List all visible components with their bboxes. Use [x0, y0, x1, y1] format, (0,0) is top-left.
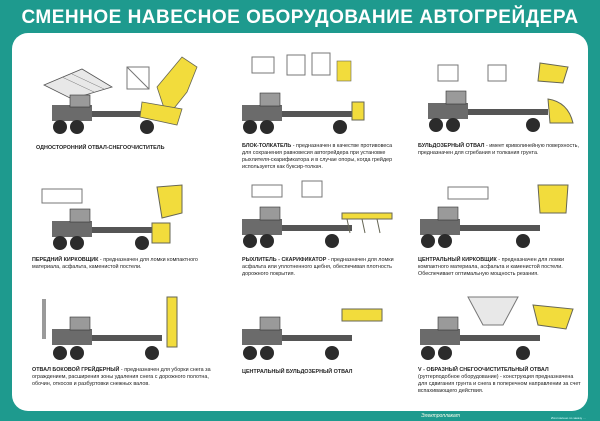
item-cell: ПЕРЕДНИЙ КИРКОВЩИК - предназначен для ло… [32, 173, 212, 283]
item-cell: ЦЕНТРАЛЬНЫЙ БУЛЬДОЗЕРНЫЙ ОТВАЛ [232, 295, 402, 407]
item-cell: БУЛЬДОЗЕРНЫЙ ОТВАЛ - имеет криволинейную… [408, 47, 583, 162]
grader-bulldozer-blade-illustration [428, 62, 574, 132]
grader-central-ripper-illustration [420, 184, 569, 248]
item-cell: ЦЕНТРАЛЬНЫЙ КИРКОВЩИК - предназначен для… [408, 173, 583, 283]
item-caption: ЦЕНТРАЛЬНЫЙ КИРКОВЩИК - предназначен для… [418, 257, 565, 277]
item-caption: ПЕРЕДНИЙ КИРКОВЩИК - предназначен для ло… [32, 257, 198, 270]
item-caption: БЛОК-ТОЛКАТЕЛЬ - предназначен в качестве… [242, 143, 393, 170]
item-cell: РЫХЛИТЕЛЬ - СКАРИФИКАТОР - предназначен … [232, 173, 402, 283]
brand-label: Электроплакат [421, 413, 460, 419]
grader-v-snowplow-illustration [420, 296, 574, 360]
item-cell: V - ОБРАЗНЫЙ СНЕГООЧИСТИТЕЛЬНЫЙ ОТВАЛ (р… [408, 295, 583, 407]
item-cell: ОТВАЛ БОКОВОЙ ГРЕЙДЕРНЫЙ - предназначен … [32, 295, 212, 407]
item-caption: БУЛЬДОЗЕРНЫЙ ОТВАЛ - имеет криволинейную… [418, 143, 579, 156]
content-panel: ОДНОСТОРОННИЙ ОТВАЛ-СНЕГООЧИСТИТЕЛЬ БЛОК… [12, 33, 588, 411]
grader-side-blade-illustration [42, 296, 178, 360]
grader-front-ripper-illustration [41, 184, 183, 250]
item-caption: РЫХЛИТЕЛЬ - СКАРИФИКАТОР - предназначен … [242, 257, 394, 277]
item-caption: V - ОБРАЗНЫЙ СНЕГООЧИСТИТЕЛЬНЫЙ ОТВАЛ (р… [418, 367, 581, 394]
item-caption: ЦЕНТРАЛЬНЫЙ БУЛЬДОЗЕРНЫЙ ОТВАЛ [242, 369, 353, 375]
grader-pusher-block-illustration [242, 52, 365, 134]
item-caption: ОТВАЛ БОКОВОЙ ГРЕЙДЕРНЫЙ - предназначен … [32, 367, 211, 387]
footer-text: Изготовлено по заказу … [550, 416, 586, 420]
item-caption: ОДНОСТОРОННИЙ ОТВАЛ-СНЕГООЧИСТИТЕЛЬ [36, 145, 165, 151]
item-cell: БЛОК-ТОЛКАТЕЛЬ - предназначен в качестве… [232, 47, 402, 170]
grader-snowplow-illustration [43, 56, 198, 134]
item-cell: ОДНОСТОРОННИЙ ОТВАЛ-СНЕГООЧИСТИТЕЛЬ [32, 47, 212, 162]
poster-title: СМЕННОЕ НАВЕСНОЕ ОБОРУДОВАНИЕ АВТОГРЕЙДЕ… [21, 7, 579, 28]
grader-central-dozer-illustration [242, 308, 383, 360]
grader-scarifier-illustration [242, 180, 393, 248]
